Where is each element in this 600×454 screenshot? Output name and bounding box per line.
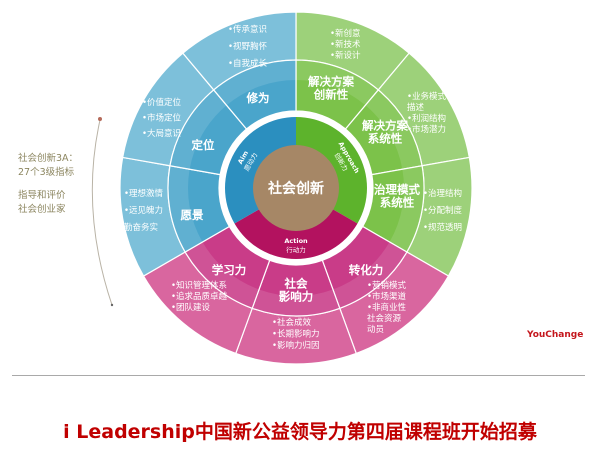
segment-bullet: 勤奋务实: [124, 222, 158, 233]
segment-label: 创新性: [313, 88, 349, 102]
youchange-logo: YouChange: [527, 330, 584, 340]
segment-bullet: •利润结构: [407, 113, 446, 124]
segment-bullet: •知识管理体系: [171, 280, 227, 291]
arc-end-dot: [110, 303, 114, 307]
segment-bullet: •影响力归因: [272, 340, 320, 351]
segment-bullet: 动员: [367, 324, 384, 335]
segment-bullet: •市场定位: [142, 113, 182, 124]
segment-bullet: 描述: [407, 102, 425, 113]
segment-bullet: •治理结构: [423, 188, 462, 199]
note-line: 指导和评价: [18, 190, 66, 201]
segment-bullet: •大局意识: [142, 128, 181, 139]
inner-segment-aim: [224, 117, 296, 224]
segment-label: 系统性: [380, 196, 415, 210]
segment-bullet: •新技术: [330, 39, 361, 50]
segment-bullet: •长期影响力: [272, 329, 320, 340]
segment-bullet: •追求品质卓越: [171, 291, 228, 302]
arc-arrow-dot: [98, 117, 102, 121]
segment-label: 治理模式: [374, 183, 420, 197]
segment-label: 影响力: [279, 290, 314, 304]
segment-bullet: •市场潜力: [407, 124, 446, 135]
segment-bullet: •营销模式: [367, 280, 407, 291]
page-title: i Leadership中国新公益领导力第四届课程班开始招募: [63, 421, 537, 443]
center-label: 社会创新: [267, 180, 324, 197]
segment-label: 社会: [284, 277, 308, 291]
divider: [12, 375, 585, 376]
note-line: 27个3级指标: [18, 167, 75, 178]
middle-segment-band: [365, 89, 423, 170]
segment-bullet: •自我成长: [228, 58, 268, 69]
segment-bullet: •业务模式: [407, 91, 447, 102]
center-circle: [253, 145, 339, 231]
segment-bullet: •价值定位: [142, 97, 182, 108]
segment-label: 修为: [246, 91, 270, 105]
segment-bullet: •分配制度: [423, 205, 463, 216]
segment-label: 学习力: [212, 263, 247, 277]
inner-label-en: Action: [284, 237, 308, 245]
segment-label: 解决方案: [308, 75, 354, 89]
segment-bullet: •社会成效: [272, 317, 312, 328]
segment-bullet: •非商业性: [367, 302, 407, 313]
segment-bullet: •新设计: [330, 50, 361, 61]
segment-label: 转化力: [349, 263, 384, 277]
segment-bullet: •视野胸怀: [228, 41, 268, 52]
segment-label: 系统性: [368, 132, 403, 146]
middle-segment-band: [169, 89, 227, 170]
side-arc: [91, 119, 113, 306]
segment-label: 解决方案: [362, 119, 408, 133]
segment-bullet: •新创意: [330, 28, 361, 39]
middle-segment-band: [185, 242, 260, 309]
middle-segment-band: [296, 60, 379, 106]
segment-bullet: •规范透明: [423, 222, 462, 233]
segment-bullet: 社会资源: [367, 313, 402, 324]
side-note-indicators: 社会创新3A： 27个3级指标: [18, 152, 78, 180]
segment-bullet: •远见魄力: [124, 205, 163, 216]
inner-segment-approach: [296, 117, 367, 224]
middle-segment-band: [168, 165, 203, 252]
segment-bullet: •传承意识: [228, 24, 267, 35]
middle-segment-band: [213, 60, 296, 106]
inner-label-cn: 行动力: [286, 245, 306, 254]
middle-segment: [212, 59, 297, 130]
note-line: 社会创新3A：: [18, 153, 79, 164]
segment-label: 愿景: [181, 208, 204, 222]
middle-segment-band: [389, 165, 424, 252]
middle-segment-band: [332, 242, 407, 309]
segment-bullet: •市场渠道: [367, 291, 407, 302]
side-note-purpose: 指导和评价 社会创业家: [18, 189, 66, 217]
note-line: 社会创业家: [18, 204, 66, 215]
segment-bullet: •团队建设: [171, 302, 211, 313]
segment-bullet: •理想激情: [124, 188, 164, 199]
inner-segment-action: [234, 209, 358, 259]
middle-segment-band: [252, 289, 340, 316]
segment-label: 定位: [192, 138, 215, 152]
